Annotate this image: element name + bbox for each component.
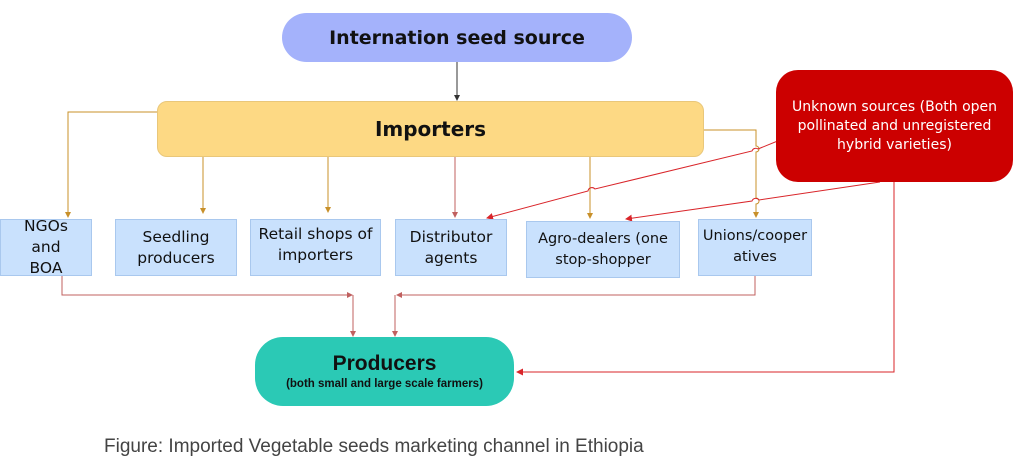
edge-importers-unions [704, 129, 757, 144]
node-sublabel: (both small and large scale farmers) [286, 377, 483, 390]
edge-importers-ngos [65, 111, 157, 218]
edge-unknown-distributor [486, 137, 786, 220]
node-label: Seedling producers [137, 227, 215, 267]
node-producers: Producers (both small and large scale fa… [255, 337, 514, 406]
node-importers: Importers [157, 101, 704, 157]
node-label: Importers [374, 117, 487, 141]
node-seedling-producers: Seedling producers [115, 219, 237, 276]
node-label: Retail shops of importers [258, 225, 373, 264]
node-label: Distributor agents [409, 227, 493, 267]
edge-unknown-agro [625, 181, 881, 222]
node-agro-dealers: Agro-dealers (one stop-shopper [526, 221, 680, 278]
node-label: Internation seed source [329, 26, 585, 49]
edge-ngos-producers [61, 276, 353, 298]
edge-unknown-producers [516, 182, 895, 376]
node-retail-shops: Retail shops of importers [250, 219, 381, 276]
edge-importers-unions-down [753, 130, 760, 218]
figure-caption: Figure: Imported Vegetable seeds marketi… [104, 436, 644, 457]
node-label: Agro-dealers (one stop-shopper [538, 230, 668, 268]
node-label: Producers [332, 351, 437, 375]
node-label: Unknown sources (Both open pollinated an… [791, 98, 998, 153]
node-label: NGOs and BOA [24, 217, 68, 277]
node-international-seed-source: Internation seed source [282, 13, 632, 62]
node-ngos-boa: NGOs and BOA [0, 217, 92, 277]
node-label: Unions/cooper atives [702, 228, 808, 265]
node-unknown-sources: Unknown sources (Both open pollinated an… [776, 70, 1013, 182]
edge-unions-producers [396, 276, 756, 298]
node-unions-cooperatives: Unions/cooper atives [698, 219, 812, 276]
node-distributor-agents: Distributor agents [395, 219, 507, 276]
